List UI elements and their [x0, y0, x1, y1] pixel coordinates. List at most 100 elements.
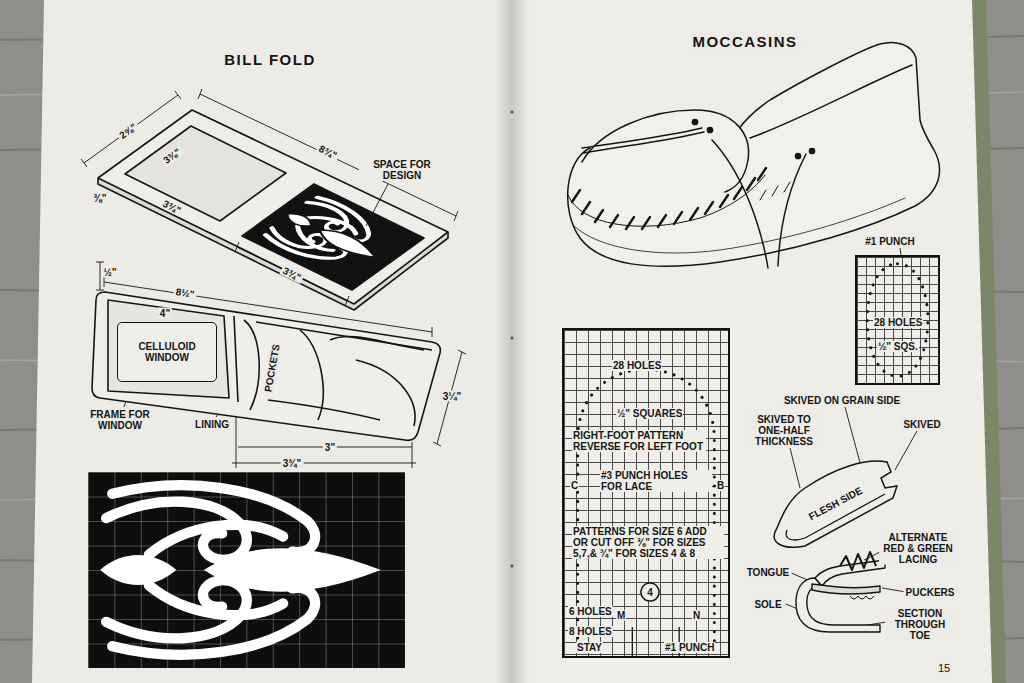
pattern-grid-text: #3 PUNCH HOLES FOR LACE	[600, 470, 712, 492]
moccasin-drawing	[582, 128, 702, 148]
gutter-shadow	[494, 0, 530, 683]
dimension-line	[81, 89, 466, 468]
billfold-outer-piece	[242, 184, 424, 290]
dimension: 4"	[158, 308, 172, 319]
callout-label: ALTERNATE RED & GREEN LACING	[879, 532, 957, 565]
lace-holes	[867, 264, 928, 376]
moccasin-drawing	[760, 182, 790, 200]
billfold-open-piece	[234, 316, 238, 402]
moccasin-drawing	[707, 127, 712, 132]
design-pattern-panel	[88, 472, 405, 668]
callout-label: SPACE FOR DESIGN	[359, 159, 445, 181]
dimension: 3¼"	[441, 391, 464, 402]
binding-stitch	[510, 564, 513, 567]
moccasin-drawing	[750, 65, 912, 138]
pattern-grid-text: 6 HOLES	[568, 606, 613, 617]
pattern-grid-text: RIGHT-FOOT PATTERN REVERSE FOR LEFT FOOT	[572, 430, 706, 452]
dimension-line	[235, 242, 349, 306]
toe-section-drawing	[850, 596, 874, 599]
pattern-grid-text: STAY	[576, 642, 603, 653]
moccasin-drawing	[692, 119, 697, 124]
design-pattern-panel	[88, 472, 405, 668]
callout-label: SECTION THROUGH TOE	[885, 608, 955, 641]
leader-line	[895, 431, 917, 470]
billfold-outer-piece	[125, 126, 286, 221]
billfold-open-piece	[108, 300, 229, 398]
sole-pattern-grid: 28 HOLES ½" SQS.	[855, 255, 940, 385]
pattern-grid: 28 HOLES ½" SQUARES RIGHT-FOOT PATTERN REV…	[562, 328, 730, 658]
pattern-grid-text: 8 HOLES	[568, 626, 613, 637]
moccasin-drawing	[572, 168, 766, 229]
billfold-outer-piece	[98, 110, 448, 310]
leader-line	[882, 588, 906, 592]
design-pattern-panel	[100, 485, 381, 655]
callout-label: TONGUE	[745, 567, 792, 578]
toe-section-drawing	[796, 578, 880, 632]
moccasin-drawing	[712, 140, 768, 268]
page-heading: MOCCASINS	[688, 34, 801, 51]
pattern-grid-text: 28 HOLES	[612, 360, 662, 371]
left-page	[32, 0, 512, 683]
moccasin-drawing	[778, 154, 806, 266]
billfold-open-piece	[268, 400, 380, 420]
pattern-grid-text: M	[616, 610, 626, 621]
dimension: 3¾"	[281, 458, 304, 469]
binding-stitch	[510, 110, 513, 113]
moccasin-drawing	[574, 198, 905, 253]
dimension: 3"	[323, 442, 337, 453]
dimension: ⅜"	[91, 193, 108, 204]
leader-line	[366, 184, 388, 226]
page-number: 15	[936, 662, 952, 674]
pattern-grid-text: #1 PUNCH	[664, 642, 715, 653]
toe-section-drawing	[812, 584, 880, 594]
callout-label: LINING	[193, 419, 231, 430]
pattern-grid-text: C	[570, 480, 579, 491]
page-heading: BILL FOLD	[220, 52, 320, 69]
skived-vamp-piece: FLESH SIDE	[765, 458, 905, 548]
toe-section-drawing	[840, 552, 876, 570]
design-pattern-panel	[88, 472, 405, 668]
dimension: ½"	[101, 267, 118, 278]
outline	[641, 583, 659, 601]
sole-pattern-grid-text: ½" SQS.	[877, 341, 919, 352]
leader-line	[845, 407, 862, 470]
pattern-grid-text: N	[692, 610, 701, 621]
sole-pattern-grid-text: 28 HOLES	[873, 317, 923, 328]
callout-label: #1 PUNCH	[863, 236, 916, 247]
billfold-outer-piece	[259, 193, 404, 278]
celluloid-window: CELLULOID WINDOW	[117, 322, 217, 382]
callout-label: FRAME FOR WINDOW	[86, 409, 154, 431]
callout-label: SKIVED	[901, 419, 942, 430]
moccasin-drawing	[584, 132, 704, 153]
leader-line	[790, 448, 800, 488]
callout-label: SKIVED ON GRAIN SIDE	[782, 395, 902, 406]
moccasin-drawing	[795, 153, 800, 158]
moccasin-drawing	[568, 43, 940, 267]
billfold-outer-piece	[259, 193, 404, 278]
outline	[774, 461, 897, 547]
callout-label: SKIVED TO ONE-HALF THICKNESS	[746, 414, 822, 447]
binding-stitch	[510, 336, 513, 339]
billfold-open-piece	[244, 320, 259, 410]
pattern-grid-text: PATTERNS FOR SIZE 6 ADD OR CUT OFF ⅜" FO…	[572, 526, 724, 559]
toe-section-drawing	[796, 552, 885, 632]
moccasin-drawing	[809, 148, 814, 153]
moccasin-drawing	[582, 110, 749, 192]
callout-label: PUCKERS	[904, 587, 957, 598]
pattern-grid-text: B	[716, 480, 725, 491]
billfold-open-piece	[256, 322, 432, 350]
dimension-line	[198, 89, 458, 221]
right-page	[512, 0, 992, 683]
dimension-line	[433, 350, 466, 446]
billfold-outer-piece	[98, 110, 448, 304]
callout-circle: 4	[640, 582, 660, 602]
moccasin-drawing	[568, 43, 940, 268]
callout-label: SOLE	[752, 599, 783, 610]
celluloid-window-text: CELLULOID WINDOW	[132, 341, 202, 363]
callout-circle-text: 4	[646, 587, 654, 598]
billfold-open-piece	[330, 337, 424, 351]
pattern-grid-text: ½" SQUARES	[616, 408, 683, 419]
